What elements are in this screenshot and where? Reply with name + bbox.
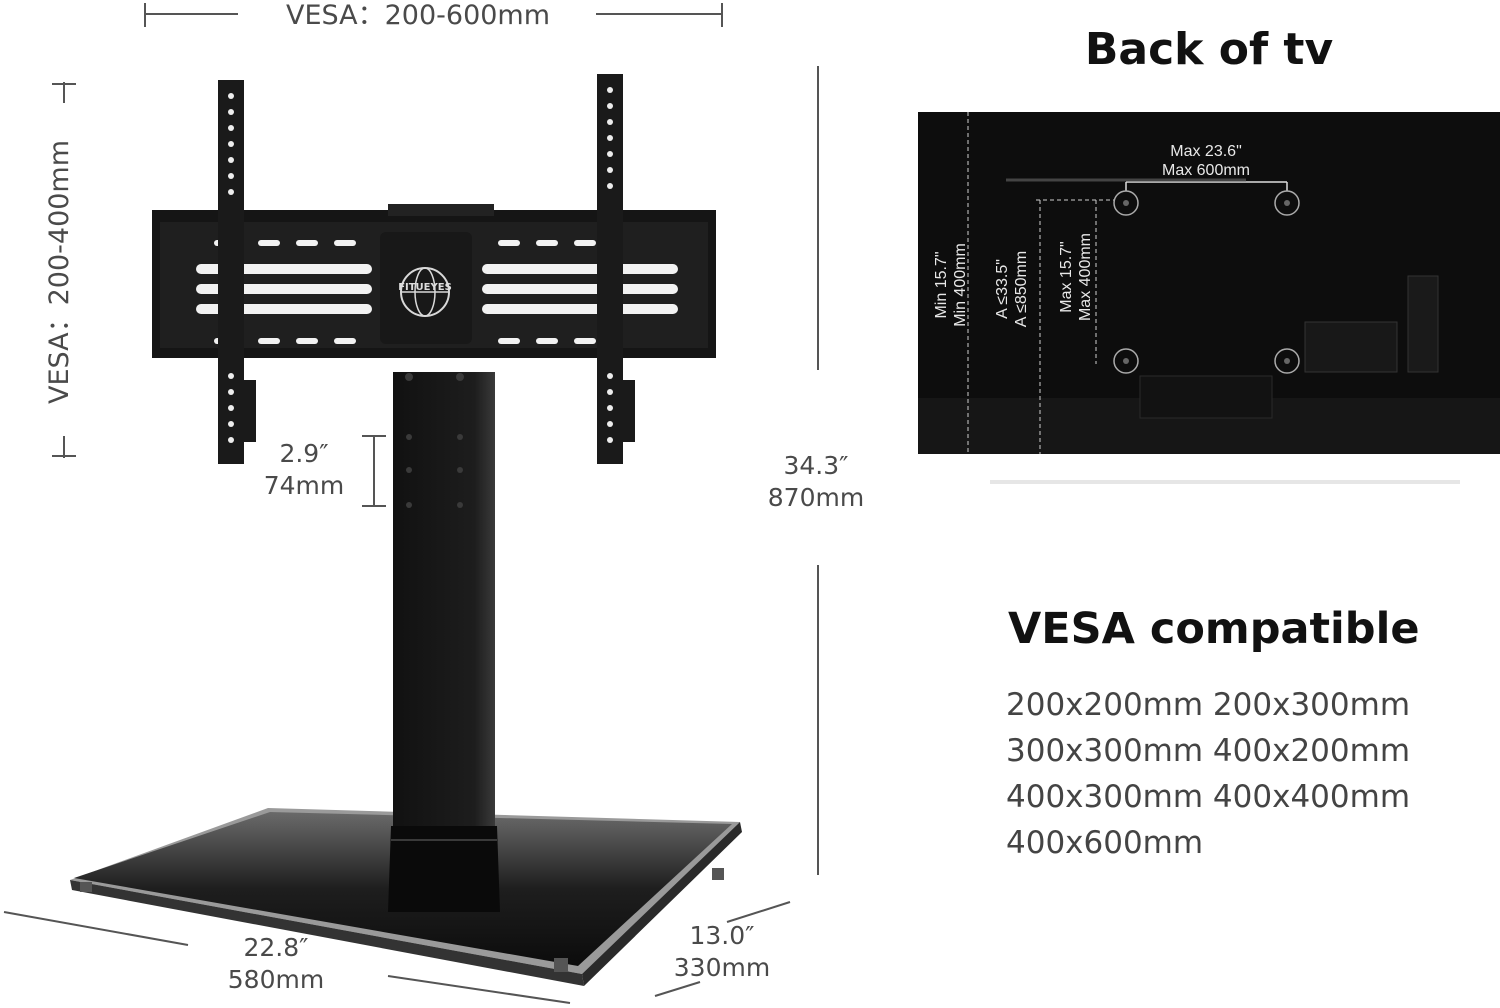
total-height-mm: 870mm	[767, 483, 865, 512]
stand-pole	[388, 372, 500, 912]
vesa-compatible-title: VESA compatible	[1008, 604, 1420, 654]
vesa-horizontal-label: VESA：200-600mm	[285, 0, 551, 31]
max-height-label: Max 15.7" Max 400mm	[1057, 217, 1095, 337]
max-height-inch: Max 15.7"	[1058, 241, 1075, 313]
vesa-vertical-label: VESA：200-400mm	[44, 139, 75, 405]
vesa-size-line: 200x200mm 200x300mm	[1006, 687, 1411, 723]
max-width-mm: Max 600mm	[1161, 162, 1251, 179]
base-depth-inch: 13.0″	[689, 921, 755, 950]
back-of-tv-title: Back of tv	[1084, 24, 1334, 75]
a-limit-label: A ≤33.5" A ≤850mm	[993, 227, 1031, 351]
glass-base	[70, 808, 742, 986]
vesa-horizontal-dimension-line	[144, 3, 723, 27]
base-width-inch: 22.8″	[243, 933, 309, 962]
max-width-label: Max 23.6" Max 600mm	[1136, 142, 1276, 180]
max-width-inch: Max 23.6"	[1170, 143, 1242, 160]
total-height-label: 34.3″ 870mm	[758, 450, 874, 514]
height-adjust-label: 2.9″ 74mm	[254, 438, 354, 502]
base-width-dimension-line	[3, 911, 571, 1004]
vesa-vertical-dimension-line	[52, 82, 76, 458]
back-of-tv-illustration	[918, 112, 1500, 454]
a-limit-inch: A ≤33.5"	[994, 259, 1011, 319]
base-width-label: 22.8″ 580mm	[218, 932, 334, 996]
vesa-size-line: 300x300mm 400x200mm	[1006, 733, 1411, 769]
vesa-size-line: 400x600mm	[1006, 825, 1204, 861]
base-width-mm: 580mm	[227, 965, 325, 994]
min-height-inch: Min 15.7"	[933, 251, 950, 319]
a-limit-mm: A ≤850mm	[1013, 250, 1030, 328]
vesa-compatible-list: 200x200mm 200x300mm 300x300mm 400x200mm …	[1006, 682, 1410, 866]
total-height-inch: 34.3″	[783, 451, 849, 480]
min-height-label: Min 15.7" Min 400mm	[932, 220, 970, 350]
base-depth-mm: 330mm	[673, 953, 771, 982]
base-depth-dimension-line	[654, 901, 791, 997]
base-depth-label: 13.0″ 330mm	[664, 920, 780, 984]
right-vertical-bracket	[597, 74, 635, 464]
height-adjust-mm: 74mm	[263, 471, 345, 500]
max-height-mm: Max 400mm	[1077, 232, 1094, 322]
min-height-mm: Min 400mm	[952, 243, 969, 327]
height-adjust-inch: 2.9″	[279, 439, 329, 468]
brand-logo: FITUEYES	[398, 282, 452, 293]
left-vertical-bracket	[218, 80, 256, 464]
height-adjust-bracket	[362, 435, 386, 507]
vesa-size-line: 400x300mm 400x400mm	[1006, 779, 1411, 815]
